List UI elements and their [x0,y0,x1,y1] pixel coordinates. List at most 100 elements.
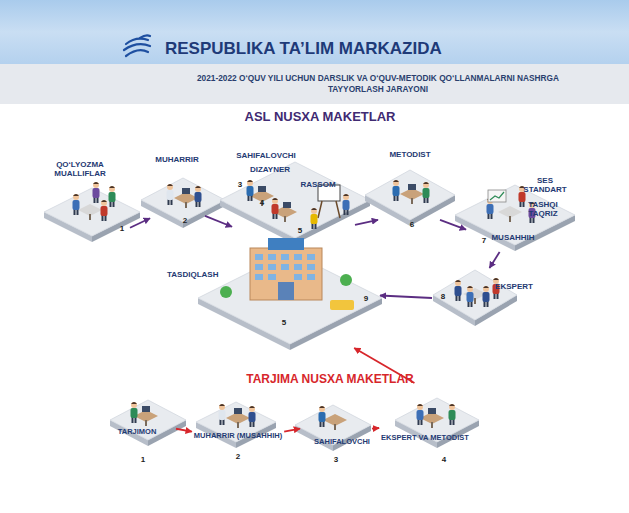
person-body [101,206,108,216]
node-label: TASDIQLASH [167,270,218,279]
platform-top [44,188,140,236]
person-hair [247,180,253,182]
chart-board [488,190,506,202]
callout-number: 4 [442,455,446,464]
building-roof [268,238,304,250]
building-window [294,254,302,260]
person-body [247,186,254,196]
easel-leg [318,201,340,218]
person-body [167,190,174,200]
monitor [258,186,266,192]
process-platform: SES STANDARTTASHQI TAQRIZMUSAHHIH7 [466,172,578,252]
callout-number: 2 [203,452,273,461]
person-head [417,404,423,410]
node-label: EKSPERT [495,282,533,291]
process-platform: EKSPERT VA METODIST 4 [379,383,497,473]
person-body [483,292,490,302]
desk-leg [185,202,187,208]
person-hair [109,186,115,188]
building-window [255,274,263,280]
monitor [283,202,291,208]
tree [220,286,232,298]
building-window [307,274,315,280]
person-hair [449,404,455,406]
bus [330,300,354,310]
person-head [319,406,325,412]
desk-leg [431,422,433,428]
process-platform: METODIST6 [378,146,440,232]
header-band [0,0,629,64]
title-text: RESPUBLIKA TA’LIM MARKAZIDA [165,39,442,59]
building-window [281,254,289,260]
person-hair [101,200,107,202]
node-label: MUHARRIR (MUSAHHIH) [194,432,282,441]
node-label: SAHIFALOVCHI [314,438,370,447]
monitor [182,188,190,194]
platform-top [141,178,225,222]
person-hair [343,194,349,196]
subtitle-text: 2021-2022 O‘QUV YILI UCHUN DARSLIK VA O‘… [183,73,573,95]
process-platform: TASDIQLASH95 [165,243,380,348]
person-head [167,184,173,190]
platform-top [110,400,186,440]
flow-arrow [355,220,378,225]
section-heading: TARJIMA NUSXA MAKETLAR [246,372,414,386]
person-hair [417,404,423,406]
callout-number: 5 [282,318,286,327]
person-head [101,200,107,206]
building-window [281,264,289,270]
person-hair [455,280,461,282]
desk-leg [145,420,147,426]
building-window [255,254,263,260]
person-body [272,204,279,214]
person-hair [219,404,225,406]
callout-number: 3 [238,180,242,189]
person-head [73,194,79,200]
person-hair [423,182,429,184]
building-door [278,282,294,300]
person-body [195,192,202,202]
monitor [142,406,150,412]
desk-leg [89,214,91,220]
person-body [319,412,326,422]
platform-top [220,162,370,238]
building-window [307,254,315,260]
person-hair [393,180,399,182]
process-platform: QO‘LYOZMA MUALLIFLAR1 [40,158,130,240]
person-head [109,186,115,192]
person-body [311,214,318,224]
callout-number: 5 [298,226,302,235]
person-hair [73,194,79,196]
desk-leg [411,198,413,204]
person-head [311,208,317,214]
process-platform: TARJIMON1 [110,395,176,470]
person-head [219,404,225,410]
building-window [268,274,276,280]
platform-top [365,170,455,220]
person-hair [493,278,499,280]
person-body [423,188,430,198]
person-hair [272,198,278,200]
person-head [247,180,253,186]
node-label: QO‘LYOZMA MUALLIFLAR [49,160,111,178]
person-head [423,182,429,188]
node-label: EKSPERT VA METODIST [381,434,469,443]
person-head [483,286,489,292]
building-window [294,274,302,280]
node-label: SES STANDART [519,176,571,194]
person-hair [467,286,473,288]
platform-top [433,270,517,320]
callout-number: 3 [334,455,338,464]
callout-number: 8 [441,292,445,301]
callout-number: 7 [482,236,486,245]
subtitle-band [0,64,629,104]
desk-leg [284,216,286,222]
person-body [487,204,494,214]
logo [124,35,150,56]
section-heading: ASL NUSXA MAKETLAR [245,109,396,124]
node-label: MUHARRIR [155,155,199,164]
building-window [255,264,263,270]
person-body [131,408,138,418]
process-platform: MUHARRIR (MUSAHHIH) 2 [192,395,284,480]
person-hair [319,406,325,408]
